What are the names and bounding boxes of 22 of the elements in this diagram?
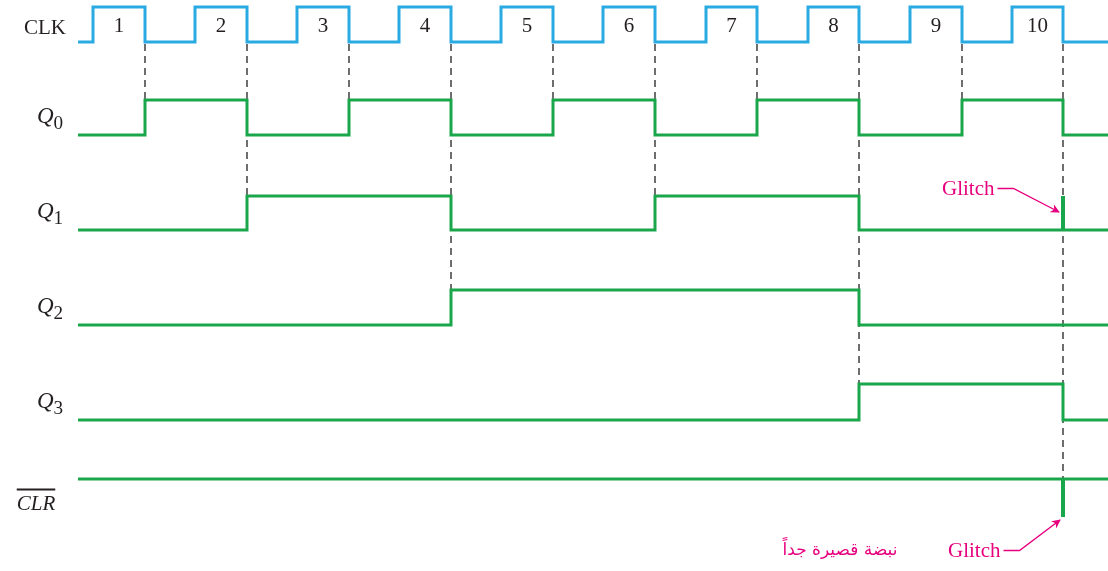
- leader-arrow: [1002, 519, 1061, 552]
- signal-name: Q$_{3}$: [36, 389, 64, 417]
- pulse-number: 8: [828, 14, 839, 36]
- pulse-number: 6: [623, 14, 635, 36]
- signal-name: CLK: [24, 16, 66, 38]
- leader-arrow: [996, 187, 1060, 213]
- pulse-number: 1: [113, 14, 125, 36]
- signal-name: Q$_{1}$: [36, 199, 64, 227]
- pulse-number: 9: [930, 14, 942, 36]
- callout-text: Glitch: [948, 540, 1001, 561]
- signal-name: CLR: [16, 492, 56, 514]
- pulse-number: 10: [1027, 14, 1048, 36]
- callout-text: Glitch: [942, 178, 995, 199]
- glitch-spike: [1061, 196, 1065, 230]
- pulse-number: 5: [521, 14, 533, 36]
- pulse-number: 7: [726, 14, 737, 36]
- signal-name: Q$_{0}$: [36, 104, 64, 132]
- glitch-spike: [1061, 479, 1065, 517]
- pulse-number: 3: [317, 14, 329, 36]
- signal-name: Q$_{2}$: [36, 294, 64, 322]
- pulse-number: 4: [419, 14, 431, 36]
- pulse-number: 2: [215, 14, 227, 36]
